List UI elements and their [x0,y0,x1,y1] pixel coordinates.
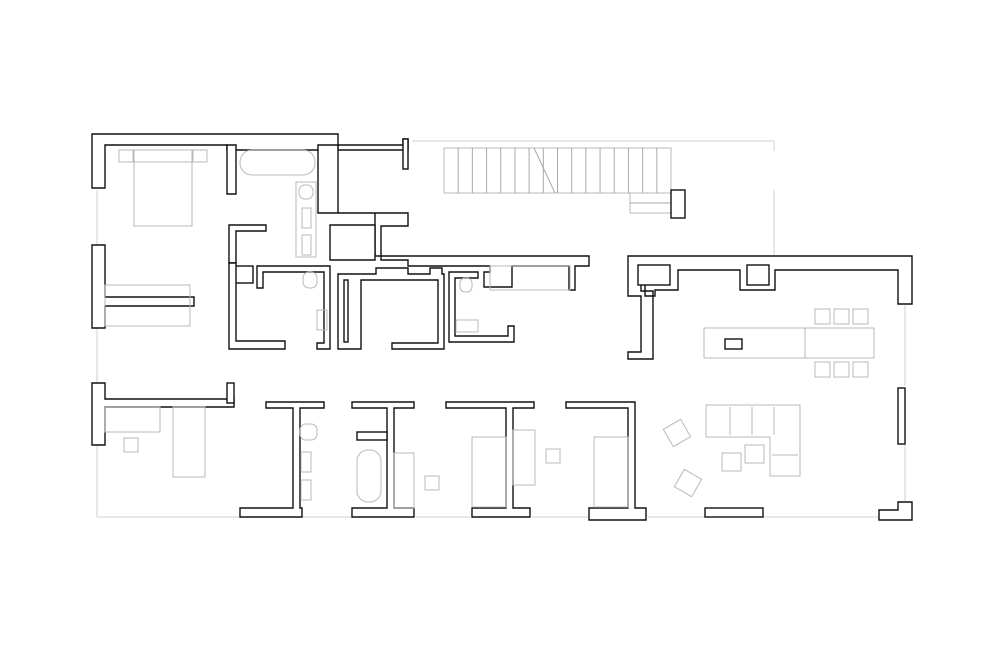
corner-sofa [705,404,801,477]
wall-se-corner [878,501,913,521]
wall-bath-south [228,262,286,350]
armchair-2 [673,468,703,498]
furniture [104,149,875,509]
wardrobe-room-c [512,429,536,486]
nightstand-right [192,149,208,163]
wall-room-b-niche [356,431,388,441]
wall-bath-east [317,144,409,257]
wall-bath-block [228,224,267,264]
stair-treads [457,148,658,193]
toilet-wc [302,271,318,289]
wall-west-mid [91,244,195,329]
dining-chair-s1 [814,361,831,378]
wall-nw-bath-partition [226,144,237,195]
dining-chair-s3 [852,361,869,378]
bathtub [239,149,316,176]
stool-room-c [545,448,561,464]
dining-chair-n3 [852,308,869,325]
stool-sw [123,437,139,453]
wall-room-d [565,401,647,521]
nightstand-left [118,149,134,163]
wall-utility-mid [343,279,349,343]
staircase [443,147,674,214]
stair-break-line [533,147,556,194]
wardrobe-west [104,284,191,327]
dining-chair-n2 [833,308,850,325]
building-outline [96,140,906,518]
wall-utility [337,267,445,350]
wall-living-south [704,507,764,518]
basin-wc [316,309,328,331]
wall-room-b [351,401,415,518]
toilet-wc-2 [459,277,473,293]
dining-chair-s2 [833,361,850,378]
wall-stair-newel [670,189,686,219]
wall-wc-top [256,265,331,350]
sink-room-a-1 [300,451,312,473]
sink-room-a-2 [300,479,312,501]
wall-room-c [445,401,535,518]
walls [91,133,913,521]
wall-sw-north [91,382,235,446]
bath-vanity [295,181,317,258]
double-bed [133,149,193,227]
wall-room-a [239,401,325,518]
bed-room-c [471,436,507,508]
basin-wc-2 [455,319,479,333]
wall-corridor-north [380,255,590,291]
kitchen-island [703,327,875,359]
wall-stub-north [402,138,409,170]
bed-room-d [593,436,629,508]
bathtub-room-b [356,449,382,503]
coffee-table-2 [744,444,765,464]
toilet-north [298,184,314,200]
stool-room-b [424,475,440,491]
wall-east-pier [897,387,906,445]
outline-west-bottom [96,445,240,518]
wall-closet [329,224,376,261]
wardrobe-corridor [489,265,571,291]
wall-sw-pier [226,382,235,404]
kitchen-hob [724,338,743,350]
desk-sw [104,406,161,433]
wall-nw-top [91,133,409,189]
dining-chair-n1 [814,308,831,325]
toilet-room-a [299,423,318,441]
cabinet-room-b [393,452,415,509]
wall-wc-2 [448,271,515,343]
armchair-1 [662,418,692,448]
outline-north-terrace [412,140,775,151]
wall-kitchen-shaft [637,264,671,286]
sink-north-2 [301,234,312,256]
coffee-table-1 [721,452,742,472]
wall-kitchen-shaft-2 [746,264,770,286]
sink-north-1 [301,207,312,229]
single-bed-sw [172,406,206,478]
